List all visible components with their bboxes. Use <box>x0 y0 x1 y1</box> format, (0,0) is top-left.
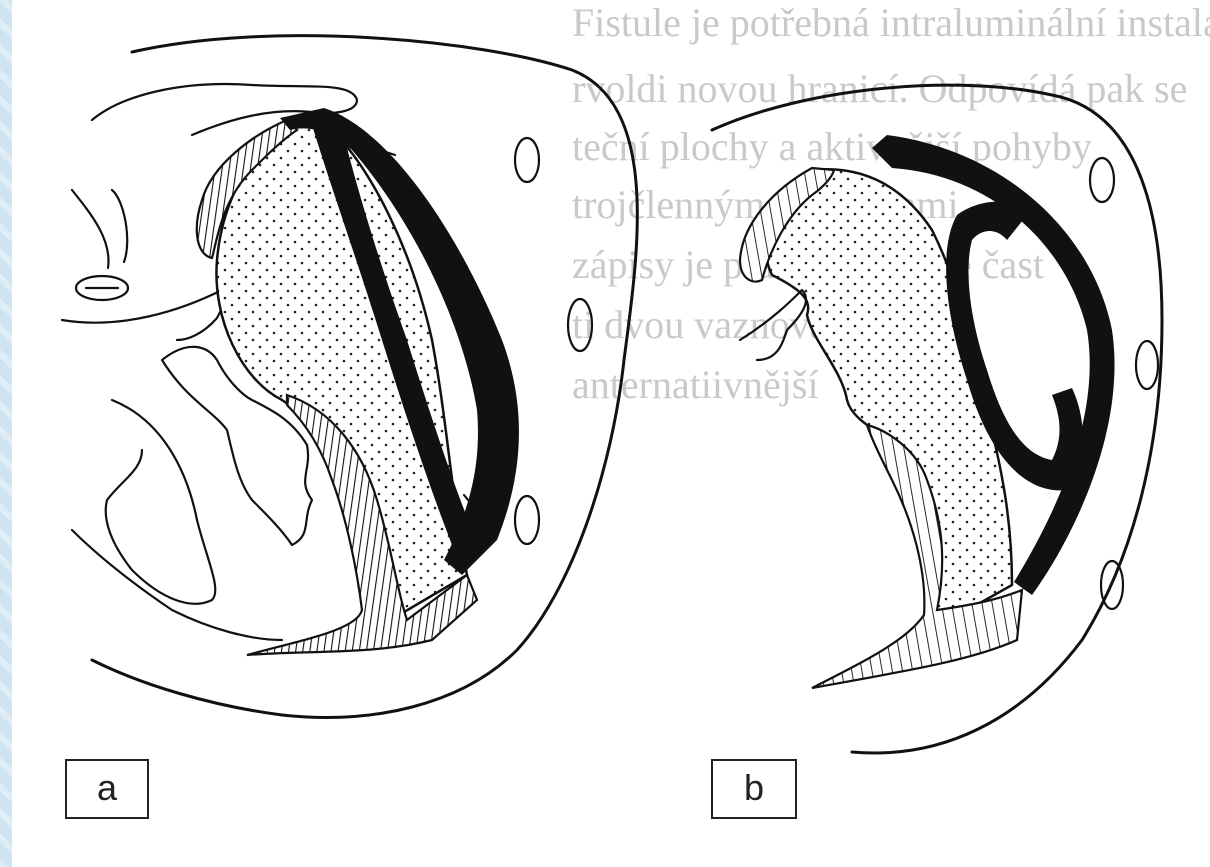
ghost-line-1: Fistule je potřebná intraluminální insta… <box>572 0 1210 45</box>
diagram-figure: Fistule je potřebná intraluminální insta… <box>12 0 1210 867</box>
diagram-canvas: Fistule je potřebná intraluminální insta… <box>12 0 1210 867</box>
panel-b-label: b <box>712 760 796 818</box>
panel-a-label: a <box>66 760 148 818</box>
ghost-line-7: anternatiivnější <box>572 362 819 407</box>
panel-a-label-text: a <box>97 767 118 808</box>
panel-b-label-text: b <box>744 767 764 808</box>
ghost-line-3: teční plochy a aktivnější pohyby <box>572 124 1092 169</box>
